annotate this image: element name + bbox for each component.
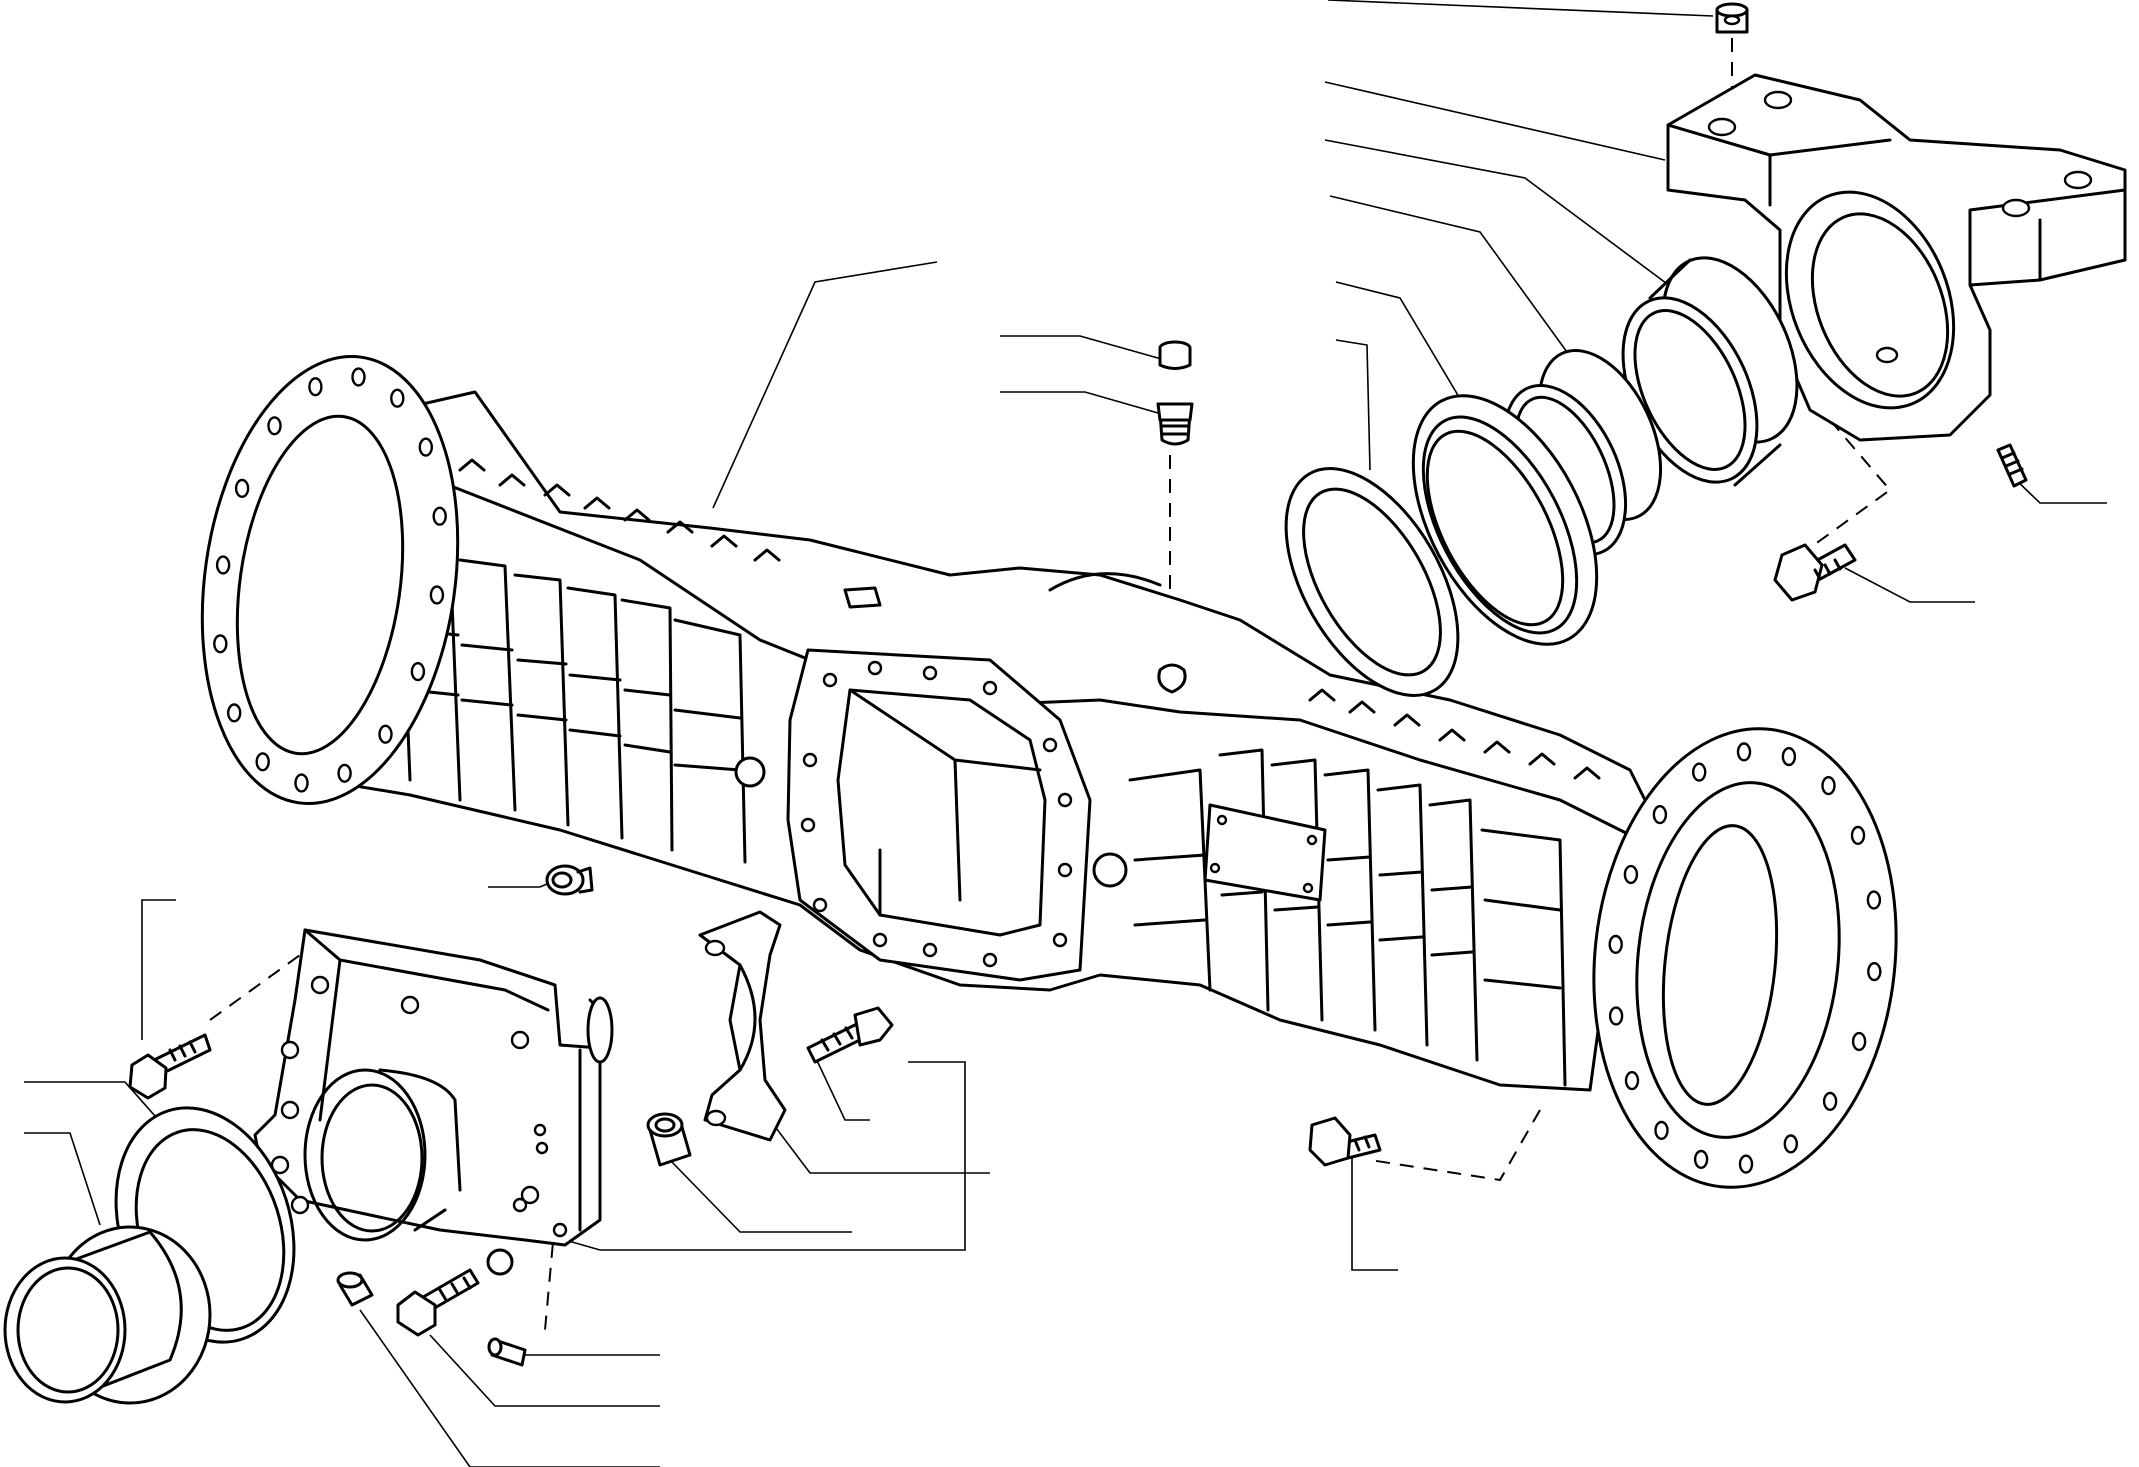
flange-bolt-hole [1738, 1154, 1754, 1174]
thrust-washer [1284, 467, 1460, 697]
flange-bolt-hole [1850, 825, 1866, 845]
leader-line-1 [1327, 0, 1714, 17]
flange-bolt-hole [1866, 890, 1882, 910]
breather-plug [1156, 340, 1194, 446]
flange-bolt-hole [294, 773, 309, 793]
flange-bolt-hole [1783, 1134, 1799, 1154]
leader-line-9 [1000, 391, 1166, 416]
axle-housing [298, 390, 1662, 1092]
flange-bolt-hole [1624, 1070, 1640, 1091]
flange-bolt-hole [213, 634, 228, 654]
bracket-bolt [1773, 543, 1857, 602]
left-hub-flange [200, 355, 460, 805]
spacer-sleeve [646, 1112, 692, 1167]
flange-bolt-hole [267, 416, 282, 436]
leader-line-3 [1324, 139, 1687, 299]
flange-bolt [1308, 1116, 1382, 1167]
leader-line-22 [359, 1309, 660, 1467]
cover-bolt [128, 1033, 212, 1100]
flange-bolt-hole [234, 478, 250, 498]
cover-bushing [3, 1225, 212, 1405]
flange-bolt-hole [1822, 1091, 1838, 1111]
cap-bolt [806, 1006, 894, 1064]
flange-bolt-hole [351, 367, 366, 387]
bearing-cap [698, 910, 787, 1142]
grease-nipple [1996, 443, 2028, 488]
flange-bolt-hole [1691, 762, 1707, 782]
leader-line-4 [1329, 195, 1581, 371]
flange-bolt-hole [429, 585, 445, 605]
leader-line-6 [1335, 339, 1371, 471]
flange-bolt-hole [337, 763, 352, 783]
leader-line-5 [1335, 281, 1463, 403]
flange-bolt-hole [378, 724, 393, 744]
flange-bolt-hole [308, 377, 323, 397]
flange-bolt-hole [1608, 934, 1623, 954]
housing-bolt [396, 1268, 480, 1337]
flange-bolt-hole [390, 388, 405, 408]
leader-line-17 [754, 1099, 990, 1174]
leader-line-7 [712, 261, 938, 509]
leader-line-15 [24, 1132, 101, 1226]
right-hub-flange [1592, 727, 1898, 1189]
leader-line-16 [564, 1061, 966, 1251]
leader-line-23 [1351, 1155, 1398, 1271]
flange-bolt-hole [418, 437, 433, 457]
side-cover [253, 928, 614, 1247]
drain-plug [545, 864, 594, 896]
flange-bolt-hole [1652, 804, 1668, 825]
flange-bolt-hole [432, 506, 447, 526]
flange-bolt-hole [1821, 775, 1836, 796]
leader-line-18 [811, 1049, 870, 1121]
flange-bolt-hole [215, 555, 231, 575]
cap-nut [1715, 2, 1749, 34]
flat-washer [486, 1248, 514, 1276]
leader-line-2 [1324, 81, 1666, 161]
flange-bolt-hole [1654, 1120, 1669, 1140]
seal-ring [1411, 394, 1599, 646]
dowel-pin [487, 1337, 527, 1367]
flange-bolt-hole [1867, 961, 1882, 982]
flange-bolt-hole [1693, 1149, 1709, 1169]
flange-bolt-hole [1736, 742, 1752, 762]
support-bracket [1666, 73, 2127, 442]
small-plug [336, 1271, 374, 1307]
leader-line-19 [669, 1159, 852, 1233]
leader-line-10 [2013, 477, 2107, 504]
name-plate [1203, 803, 1327, 902]
flange-bolt-hole [1851, 1031, 1867, 1052]
flange-bolt-hole [1781, 746, 1797, 767]
flange-bolt-hole [1608, 1006, 1624, 1026]
flange-bolt-hole [410, 661, 426, 682]
center-carrier-opening [786, 648, 1092, 982]
leader-line-13 [141, 899, 176, 1040]
flange-bolt-hole [1623, 864, 1639, 885]
flange-bolt-hole [255, 752, 270, 772]
leader-line-11 [1844, 567, 1975, 603]
flange-bolt-hole [226, 703, 242, 723]
leader-line-8 [1000, 335, 1166, 361]
leader-line-21 [429, 1334, 660, 1407]
